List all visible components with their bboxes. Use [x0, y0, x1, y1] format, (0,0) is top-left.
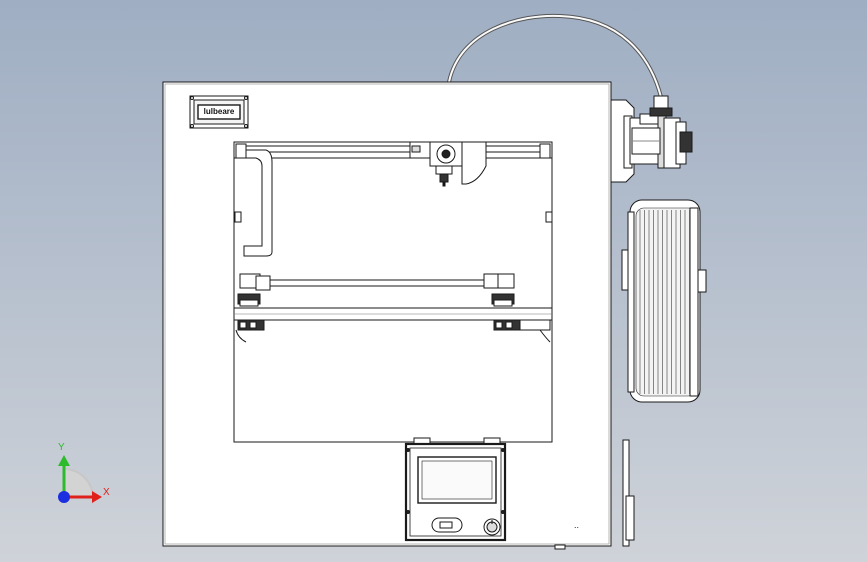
rail-end-right: [539, 143, 551, 159]
bottom-foot: [554, 544, 566, 550]
filament-tube-inner: [448, 14, 662, 98]
carriage-block-left: [237, 273, 271, 307]
cable-chain: [243, 149, 273, 257]
bracket-right: [545, 211, 553, 223]
triad-z-axis: [58, 491, 70, 503]
lcd-controller[interactable]: [404, 437, 507, 542]
x-gantry-rail: [243, 145, 545, 153]
extruder-motor[interactable]: [610, 95, 693, 183]
carriage-block-right: [483, 273, 515, 307]
bed-knobs-right: [493, 319, 551, 331]
bed-support-left: [235, 329, 247, 343]
bottom-marks: ..: [574, 520, 580, 530]
rotary-knob[interactable]: [483, 518, 501, 536]
side-bracket-clip: [625, 495, 635, 541]
triad-x-label: X: [103, 487, 110, 498]
spool-windings: [639, 210, 690, 394]
y-axis-rod: [261, 279, 491, 287]
orientation-triad[interactable]: [58, 455, 102, 503]
rail-end-left: [235, 143, 247, 159]
filament-spool[interactable]: [621, 199, 707, 403]
triad-y-label: Y: [58, 442, 65, 453]
logo-plate: [189, 95, 249, 129]
frame-inner-edge: [164, 83, 610, 545]
build-chamber[interactable]: [233, 141, 553, 443]
sd-slot[interactable]: [431, 517, 463, 533]
extruder-carriage[interactable]: [409, 141, 487, 187]
bed-knobs-left: [237, 319, 265, 331]
bracket-left: [234, 211, 242, 223]
bed-support-right: [539, 329, 551, 343]
logo-text: lulbeare: [203, 107, 235, 116]
side-bracket: [622, 439, 630, 547]
